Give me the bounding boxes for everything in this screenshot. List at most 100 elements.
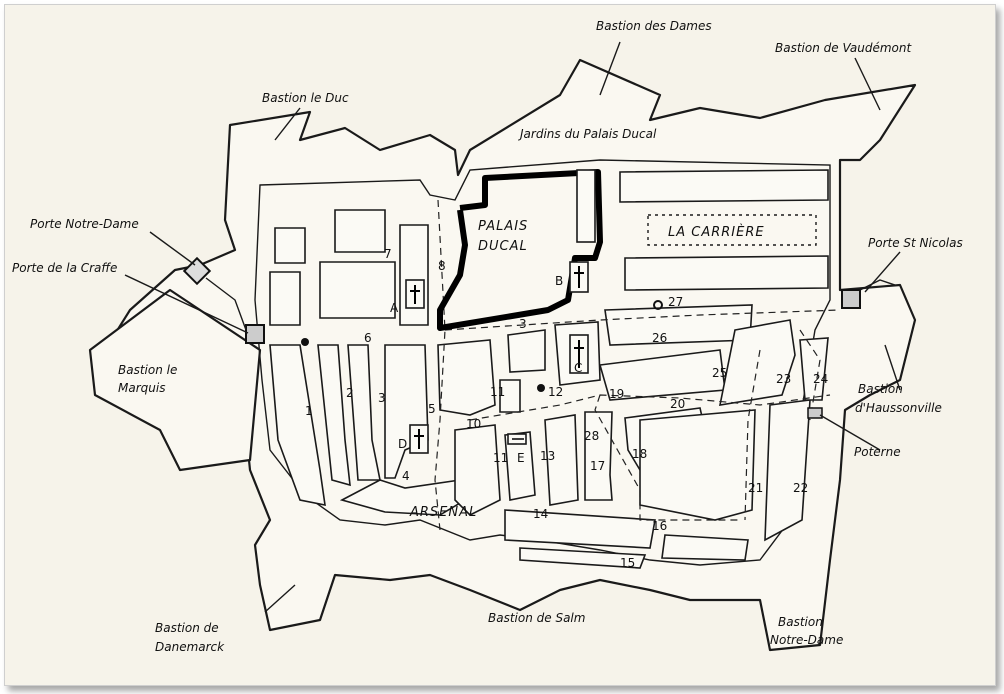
number-7: 7 xyxy=(384,247,392,261)
street xyxy=(744,349,761,521)
block xyxy=(544,414,579,506)
number-26: 26 xyxy=(652,331,667,345)
porte-craffe-gate xyxy=(245,324,265,344)
label-arsenal: ARSENAL xyxy=(409,505,477,520)
block xyxy=(347,344,381,481)
number-3: 3 xyxy=(378,391,386,405)
well-dot xyxy=(537,384,545,392)
letter-c: C xyxy=(574,361,582,375)
label-notre-dame: Notre-Dame xyxy=(770,633,843,647)
poterne-gate xyxy=(807,407,823,419)
number-18: 18 xyxy=(632,447,647,461)
porte-st-nicolas-gate xyxy=(841,289,861,309)
number-3b: 3 xyxy=(519,317,527,331)
number-2: 2 xyxy=(346,386,354,400)
access-road xyxy=(859,279,896,291)
label-porte-st-nicolas: Porte St Nicolas xyxy=(868,236,963,250)
block xyxy=(269,344,326,507)
block xyxy=(269,271,301,326)
block xyxy=(799,337,829,401)
number-22: 22 xyxy=(793,481,808,495)
label-bastion: Bastion xyxy=(858,382,903,396)
leader-line xyxy=(149,231,196,266)
well-dot xyxy=(653,300,663,310)
label-porte-notre-dame: Porte Notre-Dame xyxy=(30,217,139,231)
label-marquis: Marquis xyxy=(118,381,165,395)
block xyxy=(384,344,429,479)
number-15: 15 xyxy=(620,556,635,570)
number-16: 16 xyxy=(652,519,667,533)
leader-line xyxy=(599,41,621,96)
leader-line xyxy=(864,251,901,293)
label-bastion-le-duc: Bastion le Duc xyxy=(262,91,349,105)
number-20: 20 xyxy=(670,397,685,411)
block xyxy=(334,209,386,253)
block xyxy=(437,339,496,416)
access-road xyxy=(205,277,247,331)
bastion-le-marquis xyxy=(88,288,262,472)
label-ducal: DUCAL xyxy=(478,239,528,254)
letter-a: A xyxy=(390,301,399,315)
number-8: 8 xyxy=(438,259,446,273)
block xyxy=(504,509,656,549)
letter-b: B xyxy=(555,274,563,288)
number-27: 27 xyxy=(668,295,683,309)
label-bastion-des-dames: Bastion des Dames xyxy=(596,19,712,33)
la-carriere-square xyxy=(647,214,817,246)
church-cross-icon xyxy=(409,424,429,454)
block xyxy=(661,534,749,561)
street xyxy=(594,394,740,521)
block xyxy=(519,547,647,569)
number-10: 10 xyxy=(466,417,481,431)
number-23: 23 xyxy=(776,372,791,386)
block xyxy=(619,169,829,203)
block xyxy=(584,411,613,501)
label-bastion-nd: Bastion xyxy=(778,615,823,629)
palace-wing xyxy=(576,169,596,243)
label-danemarck: Danemarck xyxy=(155,640,225,654)
label-bastion-le: Bastion le xyxy=(118,363,177,377)
street xyxy=(444,309,841,331)
label-bastion-de-vaudemont: Bastion de Vaudémont xyxy=(775,41,912,55)
letter-d: D xyxy=(398,437,407,451)
leader-line xyxy=(124,274,249,334)
label-la-carriere: LA CARRIÈRE xyxy=(668,224,765,240)
block xyxy=(604,304,753,346)
number-28: 28 xyxy=(584,429,599,443)
block xyxy=(504,431,536,501)
small-building-icon xyxy=(507,433,527,445)
number-14: 14 xyxy=(533,507,548,521)
number-13: 13 xyxy=(540,449,555,463)
block xyxy=(507,329,546,373)
block xyxy=(274,227,306,264)
label-porte-craffe: Porte de la Craffe xyxy=(12,261,117,275)
porte-notre-dame-gate xyxy=(182,256,212,286)
leader-line xyxy=(854,57,881,111)
label-bastion-de: Bastion de xyxy=(155,621,219,635)
number-21: 21 xyxy=(748,481,763,495)
block xyxy=(319,261,396,319)
church-cross-icon xyxy=(405,279,425,309)
church-cross-icon xyxy=(569,261,589,293)
block xyxy=(399,224,429,326)
number-12: 12 xyxy=(548,385,563,399)
street xyxy=(469,394,831,421)
label-poterne: Poterne xyxy=(854,445,901,459)
leader-line xyxy=(264,584,296,613)
number-17: 17 xyxy=(590,459,605,473)
number-1: 1 xyxy=(305,404,313,418)
number-11: 11 xyxy=(490,385,505,399)
block xyxy=(764,399,811,542)
church-cross-icon xyxy=(569,334,589,374)
label-jardins: Jardins du Palais Ducal xyxy=(518,127,657,141)
label-haussonville: d'Haussonville xyxy=(855,401,942,415)
label-bastion-de-salm: Bastion de Salm xyxy=(488,611,585,625)
block xyxy=(624,255,829,291)
number-25: 25 xyxy=(712,366,727,380)
leader-line xyxy=(884,344,901,391)
number-6: 6 xyxy=(364,331,372,345)
number-19: 19 xyxy=(609,387,624,401)
number-4: 4 xyxy=(402,469,410,483)
label-palais: PALAIS xyxy=(478,219,528,234)
